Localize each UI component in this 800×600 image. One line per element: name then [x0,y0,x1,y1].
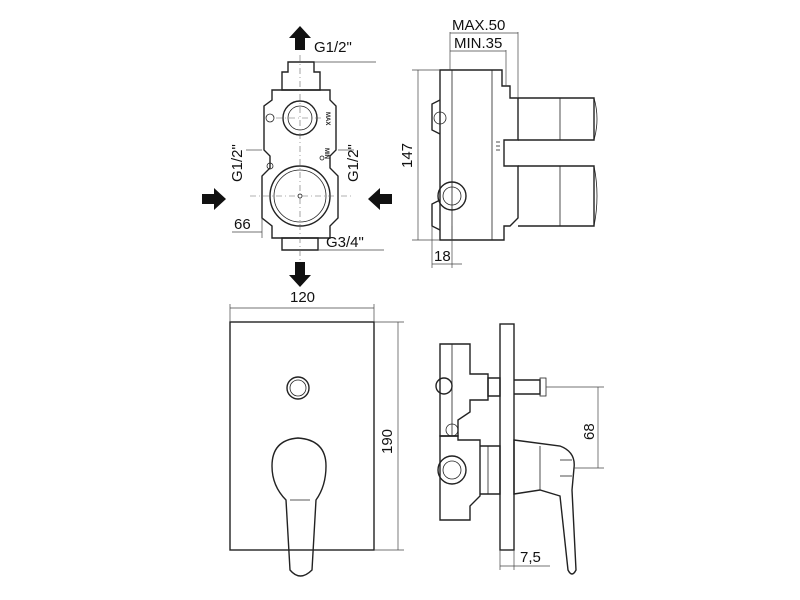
plate-height-dimension: 190 [379,429,396,454]
bottom-outlet-label: G3/4" [326,234,364,251]
arrow-left-icon [368,188,392,210]
right-inlet-label: G1/2" [345,144,362,182]
max-depth-label: MAX.50 [452,17,505,34]
front-offset-dimension: 18 [434,248,451,265]
max-mark: MAX [324,112,330,125]
plate-thickness-dimension: 7,5 [520,549,541,566]
left-inlet-label: G1/2" [229,144,246,182]
top-inlet-label: G1/2" [314,39,352,56]
body-front-view: MAX MIN G1/2" G1/2" G1/2" 66 G3/4" [202,26,392,287]
cover-plate-front-view: 120 190 [229,289,404,577]
handle-offset-dimension: 68 [581,423,598,440]
plate-width-dimension: 120 [290,289,315,306]
arrow-up-icon [289,26,311,50]
body-height-dimension: 147 [399,143,416,168]
min-mark: MIN [323,148,329,159]
assembly-side-view: 68 7,5 [435,323,604,575]
arrow-right-icon [202,188,226,210]
arrow-down-icon [289,262,311,287]
min-depth-label: MIN.35 [454,35,502,52]
center-offset-dimension: 66 [234,216,251,233]
body-side-view: MAX.50 MIN.35 147 18 [399,17,598,268]
